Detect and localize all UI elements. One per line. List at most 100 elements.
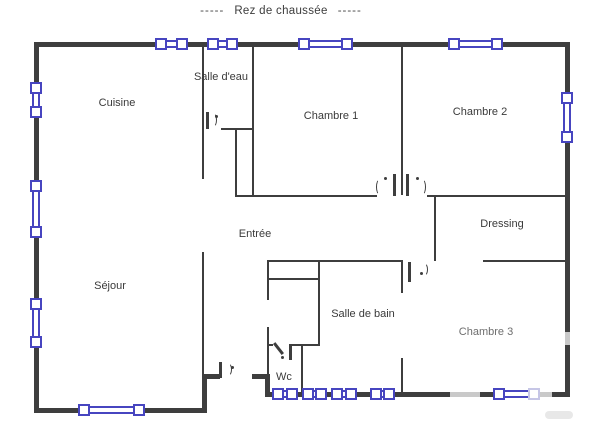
window-frame — [528, 388, 540, 400]
window-pane — [563, 104, 571, 131]
door-leaf — [408, 262, 411, 282]
room-label-sejour: Séjour — [94, 280, 126, 292]
window-frame — [226, 38, 238, 50]
window-pane — [505, 390, 528, 398]
exterior-wall — [202, 378, 207, 413]
interior-wall — [401, 262, 403, 293]
window-frame — [30, 336, 42, 348]
door-swing-dot — [281, 356, 284, 359]
window-frame — [30, 298, 42, 310]
room-label-entree: Entrée — [238, 228, 272, 240]
door-leaf — [393, 174, 396, 196]
interior-wall — [427, 195, 567, 197]
interior-wall — [267, 327, 269, 374]
exterior-wall-faded — [450, 392, 480, 397]
window-frame — [561, 92, 573, 104]
window-frame — [341, 38, 353, 50]
exterior-wall — [265, 392, 570, 397]
interior-wall — [483, 260, 567, 262]
door-swing-arc — [376, 179, 383, 195]
interior-wall — [318, 261, 320, 345]
window-pane — [284, 390, 286, 398]
window-frame — [272, 388, 284, 400]
door-swing-dot — [416, 177, 419, 180]
door-swing-arc — [419, 179, 426, 195]
title-text: Rez de chaussée — [234, 5, 328, 17]
plan-title: ----- Rez de chaussée ----- — [190, 5, 372, 17]
window-frame — [30, 226, 42, 238]
interior-wall — [252, 47, 254, 196]
door-swing-dot — [384, 177, 387, 180]
window-frame — [30, 82, 42, 94]
window-frame — [383, 388, 395, 400]
room-label-cuisine: Cuisine — [98, 97, 136, 109]
door-swing-arc — [225, 363, 232, 376]
window-frame — [302, 388, 314, 400]
door-leaf — [206, 112, 209, 129]
window-pane — [310, 40, 341, 48]
exterior-wall — [252, 374, 268, 379]
room-label-wc: Wc — [276, 371, 292, 383]
interior-wall — [267, 344, 273, 346]
room-label-salle-de-bain: Salle de bain — [331, 308, 395, 320]
title-dashes-right: ----- — [337, 5, 362, 17]
door-leaf — [219, 362, 222, 378]
interior-wall — [267, 278, 320, 280]
window-frame — [298, 38, 310, 50]
door-swing-arc — [210, 113, 217, 127]
window-pane — [32, 192, 40, 226]
exterior-wall — [265, 374, 270, 397]
interior-wall — [221, 128, 253, 130]
interior-wall — [202, 252, 204, 378]
window-frame — [345, 388, 357, 400]
watermark-smudge — [545, 411, 573, 419]
room-label-chambre-2: Chambre 2 — [452, 106, 508, 118]
window-frame — [286, 388, 298, 400]
room-label-chambre-1: Chambre 1 — [303, 110, 359, 122]
window-frame — [448, 38, 460, 50]
window-frame — [331, 388, 343, 400]
window-pane — [382, 390, 383, 398]
window-frame — [30, 106, 42, 118]
window-frame — [78, 404, 90, 416]
window-frame — [493, 388, 505, 400]
interior-wall — [235, 195, 377, 197]
window-pane — [90, 406, 133, 414]
window-frame — [30, 180, 42, 192]
exterior-wall — [565, 42, 570, 397]
interior-wall — [267, 262, 269, 300]
door-leaf — [289, 344, 292, 360]
window-frame — [207, 38, 219, 50]
interior-wall — [267, 260, 403, 262]
room-label-dressing: Dressing — [480, 218, 524, 230]
room-label-chambre-3: Chambre 3 — [458, 326, 514, 338]
window-pane — [32, 94, 40, 106]
window-frame — [491, 38, 503, 50]
door-swing-dot — [231, 366, 234, 369]
interior-wall — [202, 47, 204, 179]
interior-wall — [434, 195, 436, 261]
interior-wall — [301, 346, 303, 392]
exterior-wall-faded — [565, 332, 570, 345]
interior-wall — [401, 47, 403, 195]
window-pane — [314, 390, 315, 398]
window-frame — [370, 388, 382, 400]
interior-wall — [401, 358, 403, 392]
room-label-salle-d-eau: Salle d'eau — [193, 71, 249, 83]
window-frame — [133, 404, 145, 416]
window-pane — [32, 310, 40, 336]
window-pane — [343, 390, 345, 398]
window-pane — [219, 40, 226, 48]
window-frame — [561, 131, 573, 143]
window-frame — [176, 38, 188, 50]
window-pane — [460, 40, 491, 48]
window-pane — [167, 40, 176, 48]
door-leaf — [406, 174, 409, 196]
window-frame — [315, 388, 327, 400]
interior-wall — [235, 128, 237, 196]
title-dashes-left: ----- — [200, 5, 225, 17]
door-swing-arc — [421, 263, 428, 276]
window-frame — [155, 38, 167, 50]
exterior-wall-faded — [540, 392, 552, 397]
